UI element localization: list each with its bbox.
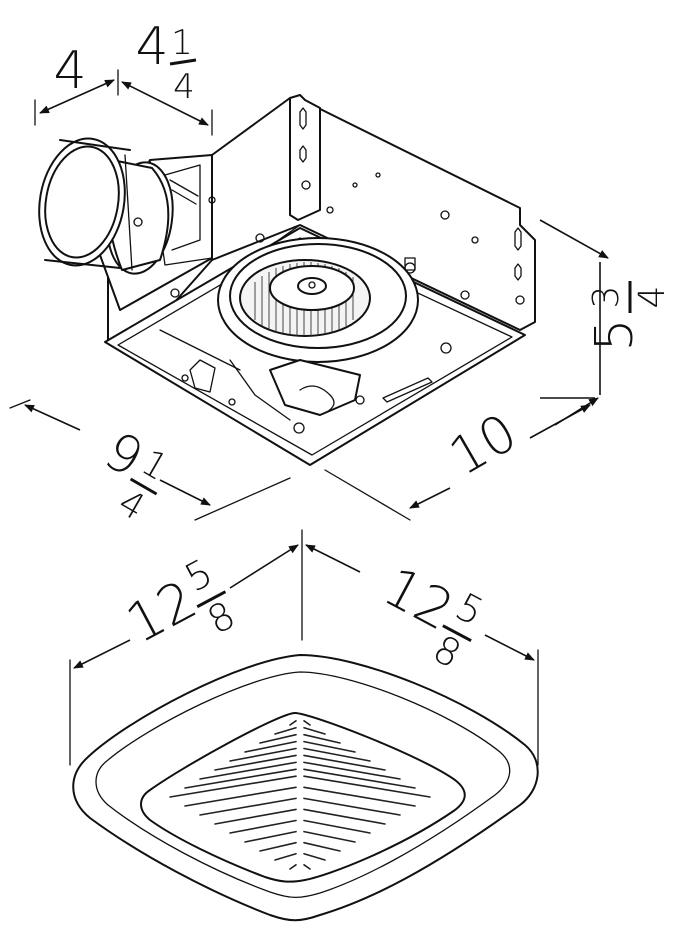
grille-louver [169, 775, 431, 798]
housing-height-denominator: 4 [632, 286, 673, 309]
housing-height-numerator: 3 [586, 286, 627, 309]
dimension-lines [9, 69, 609, 766]
grille-left-denominator: 8 [200, 593, 242, 643]
housing-length-value: 10 [440, 403, 527, 488]
housing-height-label: 5 3 4 [585, 281, 673, 352]
grille-louver [289, 720, 311, 726]
grille-louver [229, 819, 371, 834]
grille-left-label: 12 5 8 [116, 550, 242, 655]
duct-diameter-label: 4 [53, 41, 86, 101]
grille-louver [214, 754, 386, 771]
grille-right-label: 12 5 8 [374, 555, 491, 677]
grille-louver [214, 808, 386, 825]
grille-louvers [169, 720, 431, 870]
duct-diameter-value: 4 [53, 41, 86, 101]
grille-louver [274, 726, 326, 735]
housing-width-denominator: 4 [111, 482, 151, 529]
grille-louver [244, 830, 356, 843]
grille-louver [259, 841, 341, 852]
grille-louver [289, 864, 311, 870]
housing-length-label: 10 [440, 403, 527, 488]
duct-depth-denominator: 4 [173, 67, 195, 107]
duct-depth-label: 4 1 4 [135, 17, 197, 107]
grille-louver [244, 740, 356, 753]
grille-louver [199, 797, 401, 816]
duct-depth-numerator: 1 [171, 23, 193, 63]
housing-height-whole: 5 [585, 318, 645, 351]
grille-louver [184, 786, 416, 807]
grille [72, 654, 539, 922]
housing-width-label: 9 1 4 [94, 421, 174, 529]
grille-louver [184, 768, 416, 789]
grille-louver [229, 747, 371, 762]
grille-louver [259, 733, 341, 744]
grille-louver [274, 852, 326, 861]
grille-louver [199, 761, 401, 780]
duct-depth-whole: 4 [135, 17, 168, 77]
fan-housing [38, 94, 536, 466]
